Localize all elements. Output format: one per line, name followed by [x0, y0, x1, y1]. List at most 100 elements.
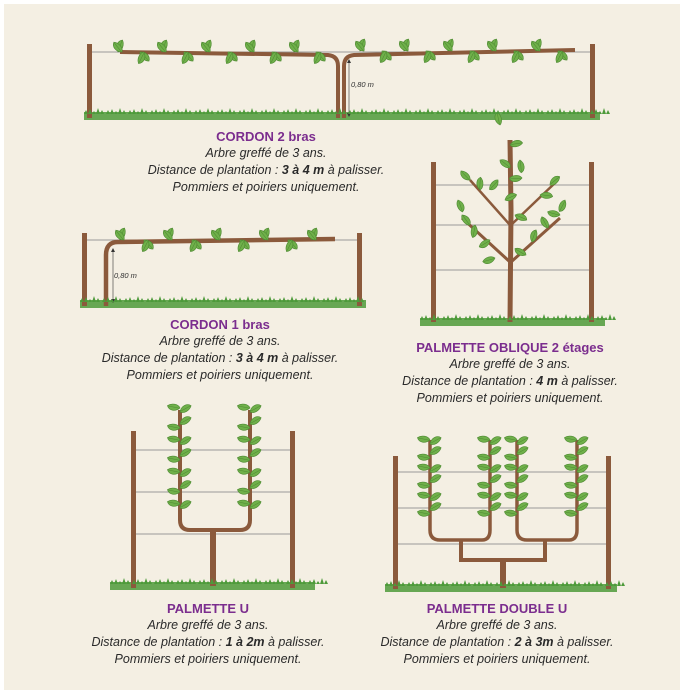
post-left [431, 162, 436, 322]
leaf [528, 229, 540, 243]
caption-palmette-double-u: PALMETTE DOUBLE U Arbre greffé de 3 ans.… [357, 600, 637, 668]
leaf [456, 199, 465, 213]
grass-tuft [517, 580, 537, 586]
grass-tuft [242, 578, 262, 584]
post-right [590, 44, 595, 118]
grass-tuft [524, 108, 544, 114]
grass-tuft [480, 108, 500, 114]
grass-tuft [256, 296, 276, 302]
grass-tuft [502, 108, 522, 114]
palmette-oblique-illustration [420, 140, 605, 326]
leaf [504, 192, 518, 202]
title: CORDON 1 bras [80, 316, 360, 333]
palmette-double-u-illustration [385, 440, 617, 592]
grass-tuft [552, 314, 572, 320]
grass-tuft [172, 108, 192, 114]
post-right [589, 162, 594, 322]
grass-tuft [146, 296, 166, 302]
grass-tuft [220, 578, 240, 584]
grass-tuft [546, 108, 566, 114]
grass-tuft [451, 580, 471, 586]
grass-tuft [464, 314, 484, 320]
caption-palmette-u: PALMETTE U Arbre greffé de 3 ans. Distan… [68, 600, 348, 668]
grass-tuft [429, 580, 449, 586]
grass-tuft [106, 108, 126, 114]
grass-tuft [539, 580, 559, 586]
arm-right [344, 50, 575, 118]
species: Pommiers et poiriers uniquement. [126, 179, 406, 196]
post-left [131, 431, 136, 588]
caption-cordon-1-bras: CORDON 1 bras Arbre greffé de 3 ans. Dis… [80, 316, 360, 384]
leaf [482, 256, 495, 264]
leaf [539, 190, 553, 200]
post-left [393, 456, 398, 589]
age: Arbre greffé de 3 ans. [357, 617, 637, 634]
distance: Distance de plantation : 1 à 2m à paliss… [68, 634, 348, 651]
grass-tuft [583, 580, 603, 586]
grass-tuft [150, 108, 170, 114]
grass-tuft [442, 314, 462, 320]
grass-tuft [168, 296, 188, 302]
leaf [178, 403, 192, 413]
species: Pommiers et poiriers uniquement. [80, 367, 360, 384]
title: PALMETTE DOUBLE U [357, 600, 637, 617]
distance: Distance de plantation : 2 à 3m à paliss… [357, 634, 637, 651]
distance: Distance de plantation : 4 m à palisser. [370, 373, 650, 390]
leaf [248, 403, 262, 413]
grass-tuft [176, 578, 196, 584]
species: Pommiers et poiriers uniquement. [357, 651, 637, 668]
post-right [290, 431, 295, 588]
post-right [606, 456, 611, 589]
distance: Distance de plantation : 3 à 4 m à palis… [126, 162, 406, 179]
grass-tuft [348, 108, 368, 114]
age: Arbre greffé de 3 ans. [370, 356, 650, 373]
grass-tuft [473, 580, 493, 586]
title: PALMETTE U [68, 600, 348, 617]
species: Pommiers et poiriers uniquement. [370, 390, 650, 407]
grass-tuft [322, 296, 342, 302]
age: Arbre greffé de 3 ans. [68, 617, 348, 634]
leaf [539, 215, 549, 229]
age: Arbre greffé de 3 ans. [80, 333, 360, 350]
caption-cordon-2-bras: CORDON 2 bras Arbre greffé de 3 ans. Dis… [126, 128, 406, 196]
grass-tuft [278, 296, 298, 302]
grass-tuft [124, 296, 144, 302]
grass-tuft [568, 108, 588, 114]
grass-tuft [392, 108, 412, 114]
grass-tuft [238, 108, 258, 114]
grass-tuft [212, 296, 232, 302]
grass-tuft [407, 580, 427, 586]
grass-tuft [530, 314, 550, 320]
grass-tuft [260, 108, 280, 114]
palmette-u-illustration [110, 410, 315, 590]
height-label-cordon2: 0,80 m [351, 80, 374, 89]
grass-tuft [234, 296, 254, 302]
age: Arbre greffé de 3 ans. [126, 145, 406, 162]
grass-tuft [458, 108, 478, 114]
grass-tuft [190, 296, 210, 302]
post-left [87, 44, 92, 118]
grass-tuft [420, 314, 440, 320]
distance: Distance de plantation : 3 à 4 m à palis… [80, 350, 360, 367]
grass-tuft [486, 314, 506, 320]
grass-tuft [304, 108, 324, 114]
species: Pommiers et poiriers uniquement. [68, 651, 348, 668]
grass-tuft [216, 108, 236, 114]
caption-palmette-oblique: PALMETTE OBLIQUE 2 étages Arbre greffé d… [370, 339, 650, 407]
leaf [556, 199, 569, 213]
grass-tuft [300, 296, 320, 302]
leaf [517, 160, 524, 173]
grass-tuft [561, 580, 581, 586]
arm [106, 239, 335, 306]
grass-tuft [282, 108, 302, 114]
title: CORDON 2 bras [126, 128, 406, 145]
grass-tuft [414, 108, 434, 114]
grass-tuft [264, 578, 284, 584]
title: PALMETTE OBLIQUE 2 étages [370, 339, 650, 356]
post-left [82, 233, 87, 306]
grass-tuft [370, 108, 390, 114]
grass-tuft [110, 578, 130, 584]
grass-tuft [596, 314, 616, 320]
grass-tuft [194, 108, 214, 114]
grass-tuft [308, 578, 328, 584]
